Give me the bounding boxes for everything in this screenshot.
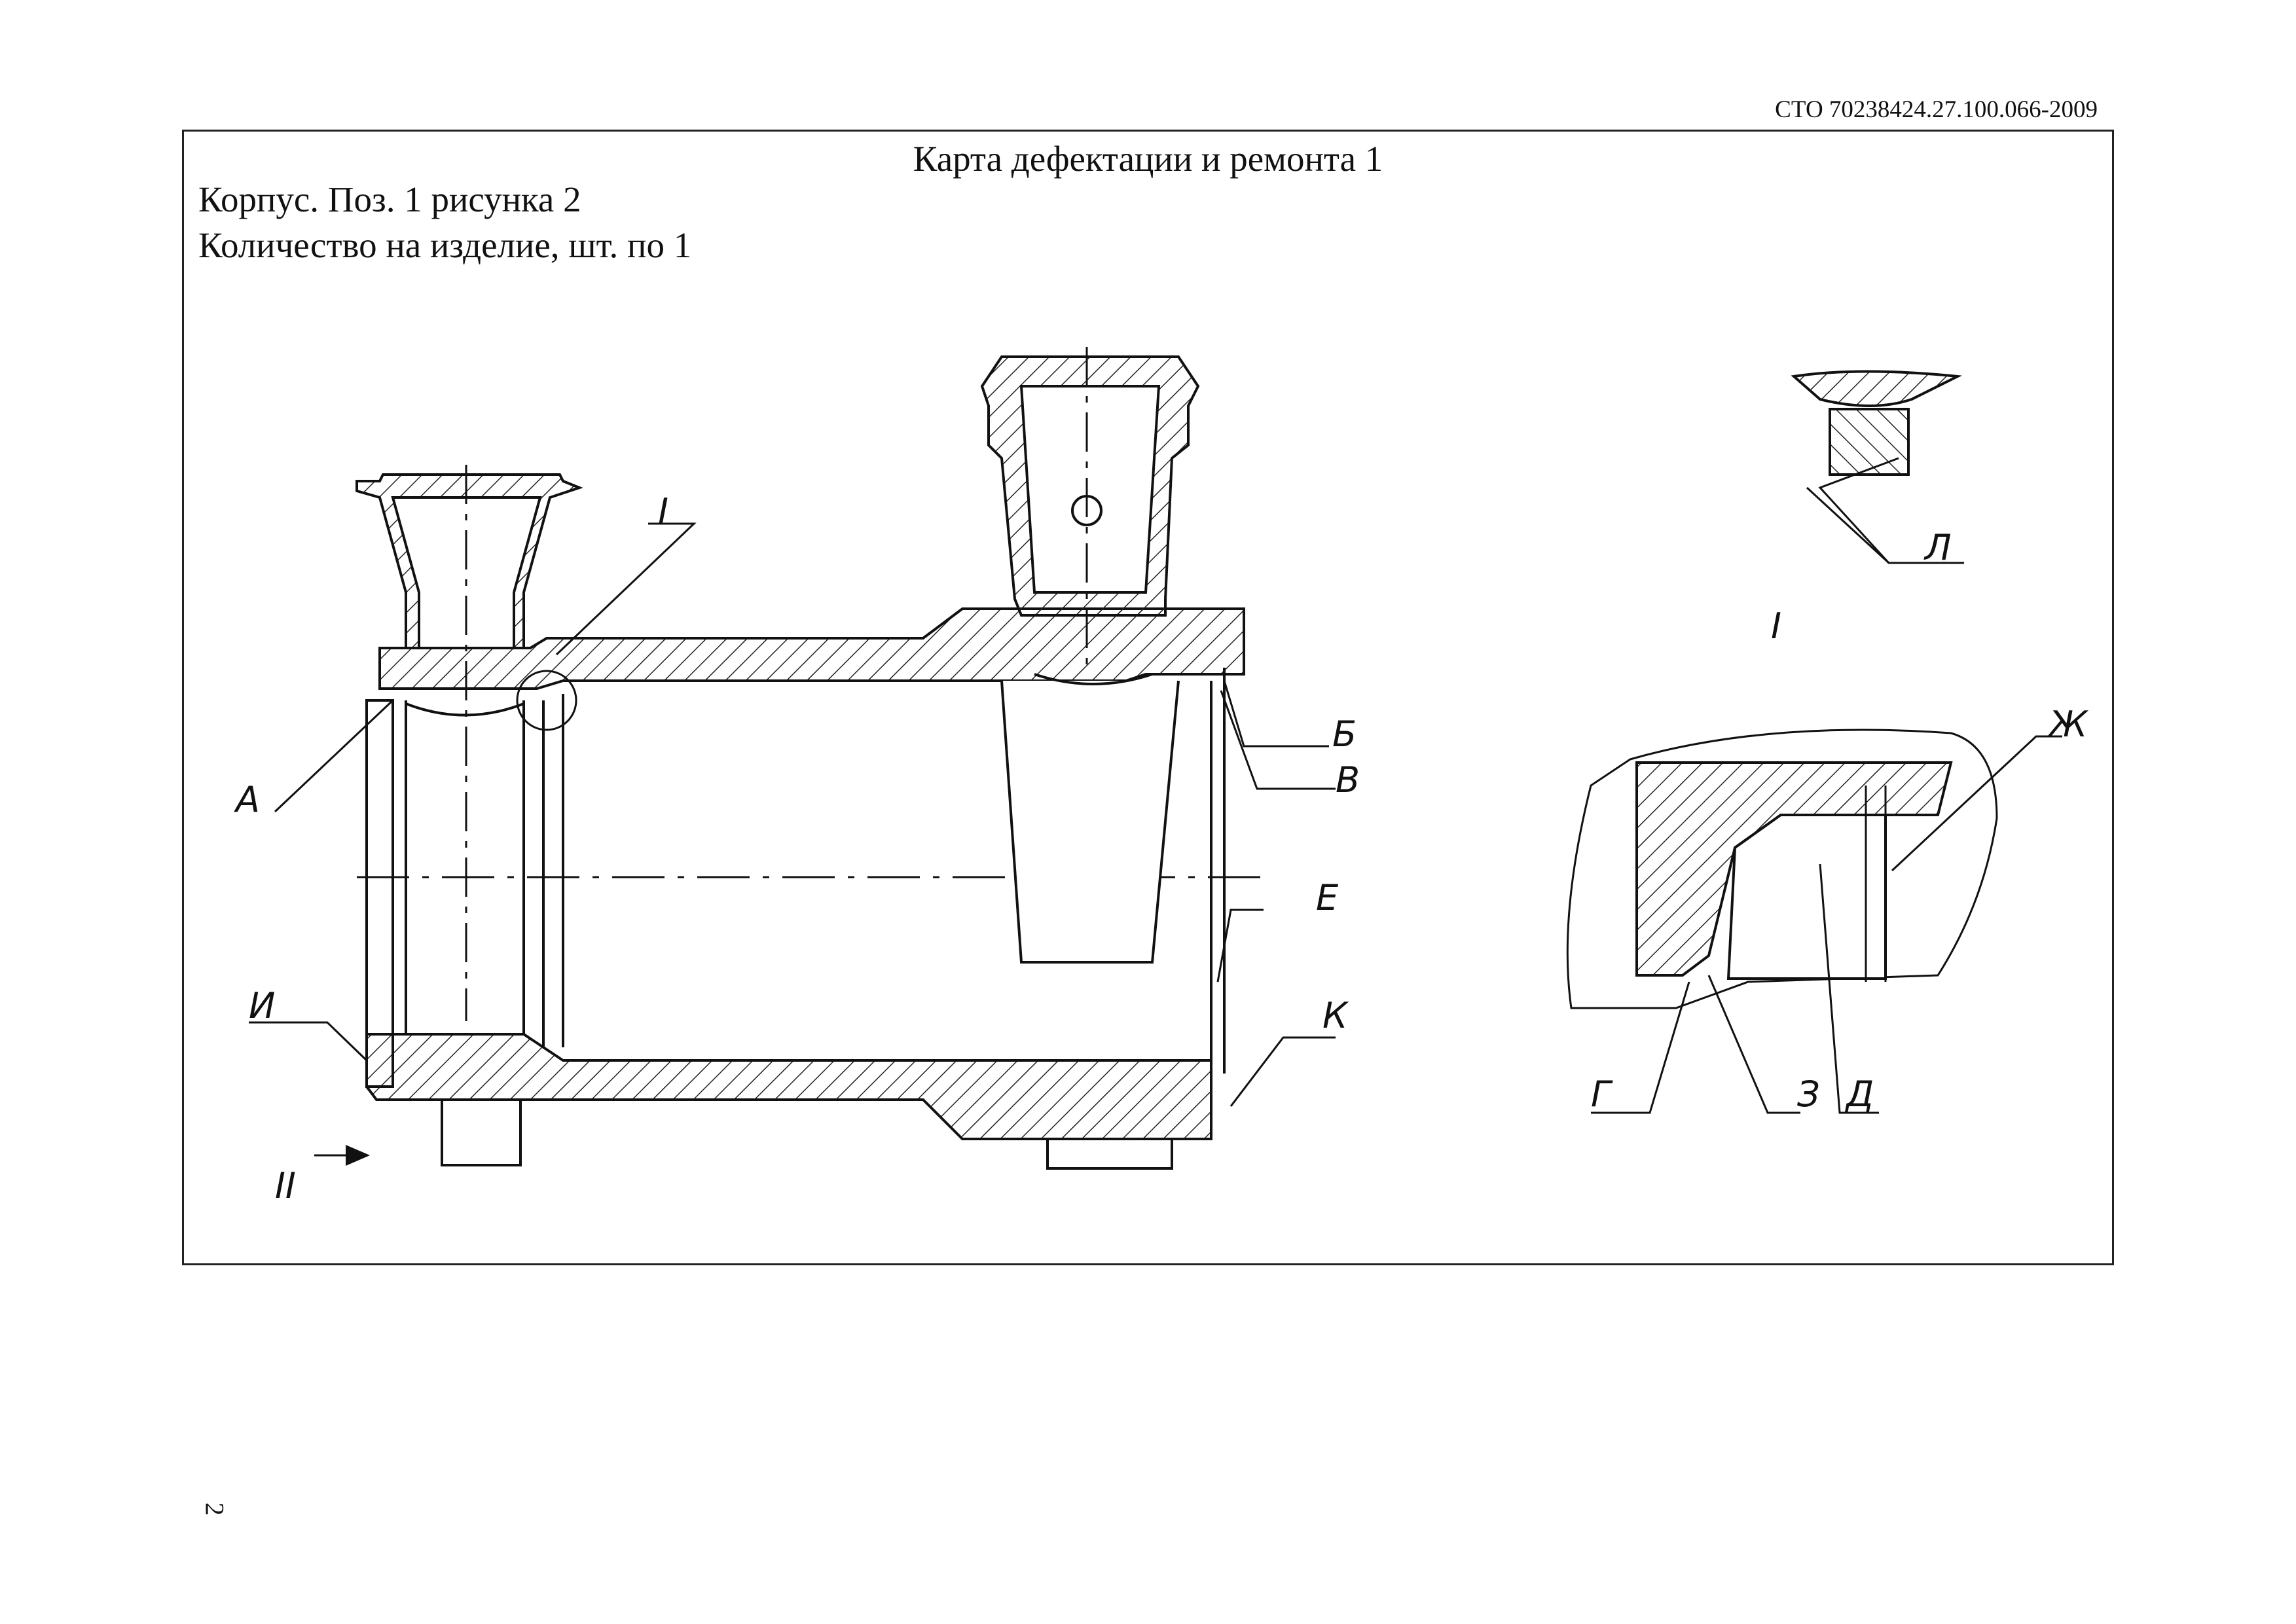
callout-B: Б [1332,713,1357,755]
callout-E: Е [1316,877,1339,918]
callout-V: В [1336,759,1360,801]
callout-L: Л [1923,527,1952,568]
card-frame: Карта дефектации и ремонта 1 Корпус. Поз… [182,130,2114,1265]
callout-Zh: Ж [2047,704,2089,745]
view-I-marker: I [658,491,668,532]
detail-I-view [1566,729,2062,1114]
card-title: Карта дефектации и ремонта 1 [913,139,1383,179]
view-I-detail-label: I [1771,605,1781,647]
callout-I: И [249,985,275,1026]
callout-D: Д [1845,1074,1874,1115]
top-wall [378,607,1245,690]
quantity-per-product: Количество на изделие, шт. по 1 [198,225,692,265]
callout-labels: А Б В Е И К Л Г З Д Ж I I II [234,491,2089,1206]
callout-G: Г [1591,1074,1613,1115]
view-II-marker: II [275,1165,296,1206]
bottom-lug-right [1046,1138,1173,1170]
left-end-bore [365,699,394,1088]
document-code: СТО 70238424.27.100.066-2009 [1775,96,2098,123]
part-designation: Корпус. Поз. 1 рисунка 2 [198,179,581,219]
callout-A: А [234,779,260,820]
body-section-view [249,347,1336,1170]
bottom-wall [365,1033,1212,1140]
bottom-lug-left [441,1098,522,1166]
callout-Z: З [1797,1074,1820,1115]
detail-L-view [1791,370,1964,564]
page-number: 2 [200,1502,230,1516]
callout-K: К [1322,995,1349,1036]
